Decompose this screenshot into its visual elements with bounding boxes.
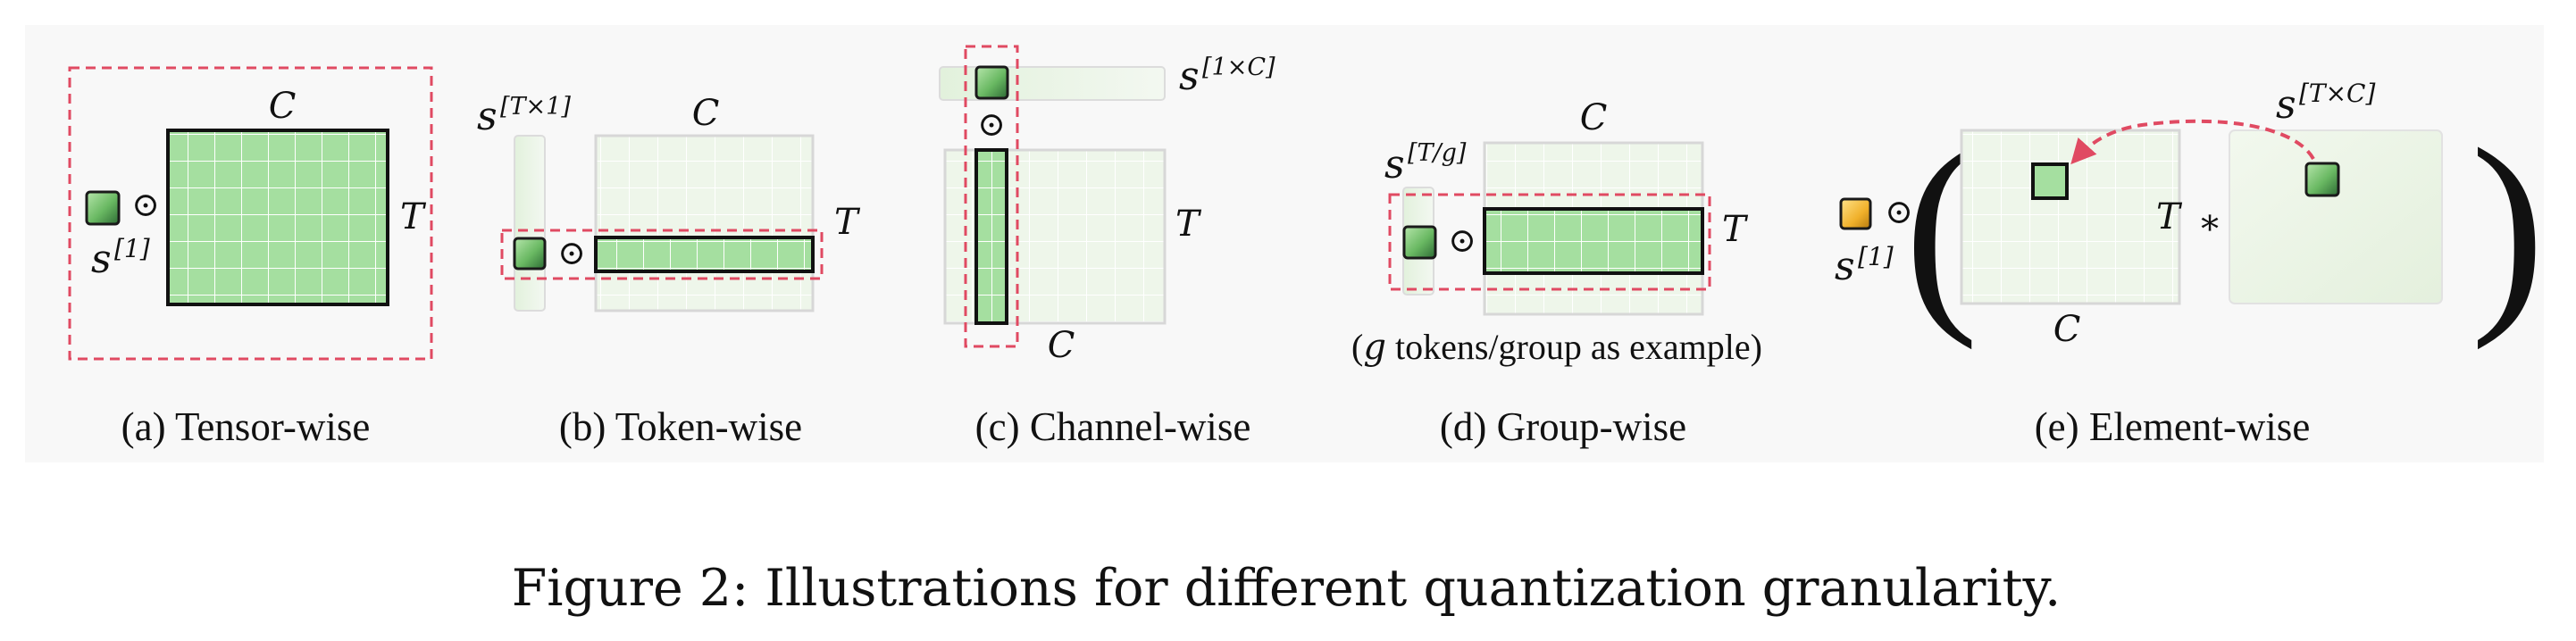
scale-symbol-2: s (2276, 82, 2296, 128)
label-c: C (692, 93, 720, 134)
label-c: C (1580, 97, 1608, 138)
hadamard-op: ⊙ (1448, 221, 1476, 260)
label-t: T (1722, 209, 1749, 250)
tensor-matrix (166, 129, 389, 306)
panel-c-channel-wise: ⊙ s [1×C] T C (c) Channel-wise (939, 45, 1275, 449)
label-c: C (1048, 325, 1075, 366)
scale-superscript-2: [T×C] (2299, 79, 2375, 108)
scale-superscript: [T/g] (1408, 139, 1467, 167)
scale-superscript: [1] (114, 234, 150, 263)
scale-square (974, 65, 1009, 100)
hadamard-op: ⊙ (977, 104, 1006, 144)
hadamard-op: ⊙ (557, 233, 586, 272)
scale-square (513, 237, 547, 271)
dashed-arrow (2070, 119, 2315, 165)
right-paren: ) (2471, 104, 2545, 351)
caption-e: (e) Element-wise (2035, 404, 2311, 449)
scale-superscript: [1] (1858, 242, 1894, 271)
hadamard-op: ⊙ (131, 185, 160, 224)
element-matrix (1960, 129, 2181, 305)
group-block (1483, 207, 1704, 275)
channel-column (974, 148, 1008, 325)
scale-square (85, 190, 121, 226)
scale-superscript: [1×C] (1202, 54, 1275, 81)
panel-a-tensor-wise: ⊙ C T s [1] (a) Tensor-wise (68, 66, 433, 449)
element-cell (2031, 162, 2069, 200)
scale-symbol: s (1179, 54, 1200, 99)
caption-b: (b) Token-wise (559, 404, 802, 449)
tensor-dashed-box (68, 66, 433, 361)
scale-symbol: s (91, 237, 112, 282)
label-t: T (2156, 196, 2183, 237)
token-dashed-box (500, 229, 824, 280)
channel-dashed-box (964, 45, 1019, 348)
scale-symbol: s (477, 94, 498, 139)
panel-b-token-wise: ⊙ s [T×1] C T (b) Token-wise (477, 93, 861, 449)
scale-row (939, 66, 1166, 101)
group-note: (g tokens/group as example) (1351, 327, 1762, 368)
label-c: C (2053, 309, 2081, 350)
label-t: T (834, 202, 861, 243)
panel-e-element-wise: ⊙ s [1] ( ) T C ∗ s [T×C] (e) Element-wi… (1835, 79, 2545, 449)
label-t: T (400, 196, 427, 237)
caption-c: (c) Channel-wise (975, 404, 1251, 449)
scale-square (2304, 162, 2340, 197)
scale-matrix (2229, 129, 2443, 304)
caption-a: (a) Tensor-wise (121, 404, 371, 449)
scale-symbol: s (1835, 244, 1855, 289)
multiply-op: ∗ (2197, 202, 2221, 243)
scale-square-yellow (1839, 197, 1872, 230)
scale-symbol: s (1384, 142, 1405, 187)
scale-square (1402, 225, 1437, 260)
panel-d-group-wise: ⊙ s [T/g] C T (g tokens/group as example… (1351, 97, 1762, 449)
label-t: T (1175, 204, 1202, 245)
caption-d: (d) Group-wise (1440, 404, 1686, 449)
token-matrix (594, 134, 815, 312)
hadamard-op: ⊙ (1885, 192, 1913, 231)
group-dashed-box (1388, 193, 1711, 291)
token-row (594, 236, 815, 273)
figure-caption: Figure 2: Illustrations for different qu… (512, 559, 2062, 618)
scale-column (514, 135, 546, 312)
scale-superscript: [T×1] (500, 93, 571, 121)
label-c: C (269, 86, 297, 127)
